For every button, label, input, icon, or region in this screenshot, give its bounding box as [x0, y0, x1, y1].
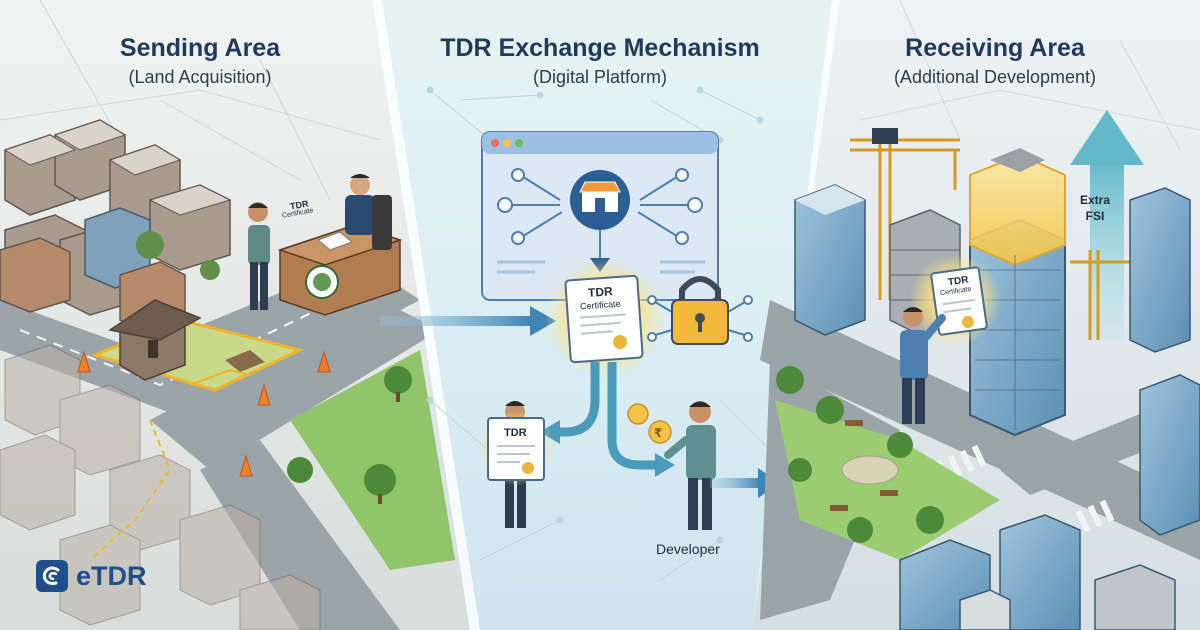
platform-certificate-title: TDR: [587, 284, 614, 300]
land-acquisition-desk: [248, 174, 403, 316]
receiving-area-panel: [752, 0, 1200, 630]
marketplace-icon: [570, 170, 630, 230]
svg-text:₹: ₹: [654, 426, 662, 440]
acquired-land-plot: [89, 299, 305, 561]
sending-area-heading: Sending Area (Land Acquisition): [55, 33, 345, 89]
sending-area-panel: [0, 0, 470, 630]
holder-certificate-title: TDR: [504, 427, 527, 439]
main-tower: [969, 148, 1066, 437]
etdr-logo-text: eTDR: [76, 560, 147, 591]
extra-fsi-label: Extra FSI: [1080, 192, 1110, 224]
sending-area-subtitle: (Land Acquisition): [128, 67, 272, 87]
sending-area-title: Sending Area: [119, 34, 281, 62]
etdr-logo-icon: [36, 560, 68, 592]
exchange-title: TDR Exchange Mechanism: [440, 34, 760, 62]
transfer-arrow-in: [380, 306, 556, 336]
houses-cluster: [0, 119, 232, 334]
extra-fsi-line1: Extra: [1080, 193, 1111, 207]
park: [775, 366, 1000, 560]
logo-mark-icon: [42, 566, 60, 585]
exchange-heading: TDR Exchange Mechanism (Digital Platform…: [400, 33, 800, 89]
lock-icon: [647, 276, 753, 345]
exchange-mechanism-panel: ₹: [372, 0, 842, 630]
developer: ₹: [627, 401, 716, 530]
digital-platform-window: [481, 131, 719, 301]
extra-fsi-line2: FSI: [1085, 209, 1105, 223]
certificate-holder: [478, 401, 554, 528]
receiving-area-subtitle: (Additional Development): [893, 67, 1097, 87]
tdr-certificate-icon: [564, 274, 644, 364]
exchange-subtitle: (Digital Platform): [532, 67, 668, 87]
etdr-logo: eTDR: [36, 560, 147, 592]
receiving-area-title: Receiving Area: [905, 34, 1085, 62]
traffic-cone-icon: [77, 350, 331, 477]
developer-receiving: [900, 254, 1001, 424]
developer-label: Developer: [656, 541, 720, 557]
additional-fsi-arrow: [1070, 110, 1144, 340]
receiving-area-heading: Receiving Area (Additional Development): [845, 33, 1145, 89]
distribution-arrows: [560, 362, 655, 470]
